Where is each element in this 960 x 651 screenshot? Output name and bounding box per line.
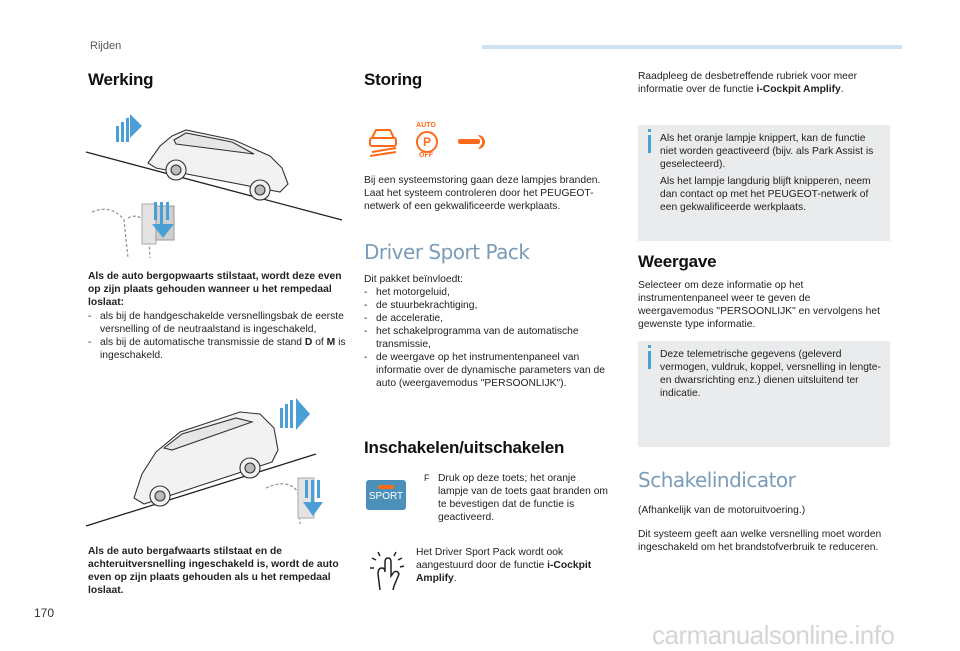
uphill-list: als bij de handgeschakelde versnellingsb…: [88, 310, 348, 362]
auto-parking-brake-icon: AUTO P OFF: [406, 122, 446, 162]
downhill-text: Als de auto bergafwaarts stilstaat en de…: [88, 546, 339, 596]
schakelindicator-title: Schakelindicator: [638, 468, 796, 492]
press-arrow-icon: [152, 202, 174, 238]
press-arrow-icon: [303, 480, 323, 516]
storing-text: Bij een systeemstoring gaan deze lampjes…: [364, 175, 601, 212]
list-item: de stuurbekrachtiging,: [364, 299, 614, 312]
sport-button[interactable]: SPORT: [366, 480, 406, 510]
hill-assist-fault-icon: [369, 129, 397, 157]
downhill-illustration: [85, 411, 317, 527]
force-arrow-icon: [280, 398, 310, 430]
driver-sport-intro: Dit pakket beïnvloedt:: [364, 274, 464, 285]
force-arrow-icon: [116, 114, 142, 142]
watermark: carmanualsonline.info: [652, 620, 895, 650]
item-text: als bij de automatische transmissie de s…: [100, 337, 305, 348]
info-text: Deze telemetrische gegevens (geleverd ve…: [660, 349, 881, 399]
header-bar: [482, 45, 902, 49]
sport-led-icon: [378, 485, 394, 489]
list-item: het motorgeluid,: [364, 286, 614, 299]
reference-text: Raadpleeg de desbetreffende rubriek voor…: [638, 71, 858, 95]
schakel-text: Dit systeem geeft aan welke versnelling …: [638, 529, 882, 553]
storing-title: Storing: [364, 70, 423, 89]
info-icon: [648, 129, 651, 153]
werking-title: Werking: [88, 70, 154, 89]
list-item: de acceleratie,: [364, 312, 614, 325]
weergave-text: Selecteer om deze informatie op het inst…: [638, 280, 880, 330]
instruction-marker: F: [424, 473, 430, 483]
instruction-text: Druk op deze toets; het oranje lampje va…: [438, 473, 609, 523]
touch-gesture-icon: [370, 551, 405, 591]
list-item: de weergave op het instrumentenpaneel va…: [364, 351, 614, 390]
info-text: Als het oranje lampje knippert, kan de f…: [660, 133, 874, 170]
uphill-intro: Als de auto bergopwaarts stilstaat, word…: [88, 271, 342, 308]
inschakelen-title: Inschakelen/uitschakelen: [364, 438, 565, 457]
list-item: het schakelprogramma van de automatische…: [364, 325, 614, 351]
list-item: als bij de handgeschakelde versnellingsb…: [88, 310, 348, 336]
info-box-blinking: Als het oranje lampje knippert, kan de f…: [638, 125, 890, 241]
weergave-title: Weergave: [638, 252, 717, 271]
info-box-telemetry: Deze telemetrische gegevens (geleverd ve…: [638, 341, 890, 447]
driver-sport-title: Driver Sport Pack: [364, 240, 530, 264]
list-item: als bij de automatische transmissie de s…: [88, 336, 348, 362]
info-text: Als het lampje langdurig blijft knippere…: [660, 176, 871, 213]
wrench-icon: [458, 135, 485, 149]
driver-sport-list: het motorgeluid, de stuurbekrachtiging, …: [364, 286, 614, 390]
section-label: Rijden: [90, 40, 122, 52]
sport-note: Het Driver Sport Pack wordt ook aangestu…: [416, 547, 592, 584]
info-icon: [648, 345, 651, 369]
page-number: 170: [34, 606, 55, 620]
sport-label: SPORT: [368, 491, 404, 502]
schakel-note: (Afhankelijk van de motoruitvoering.): [638, 505, 806, 516]
